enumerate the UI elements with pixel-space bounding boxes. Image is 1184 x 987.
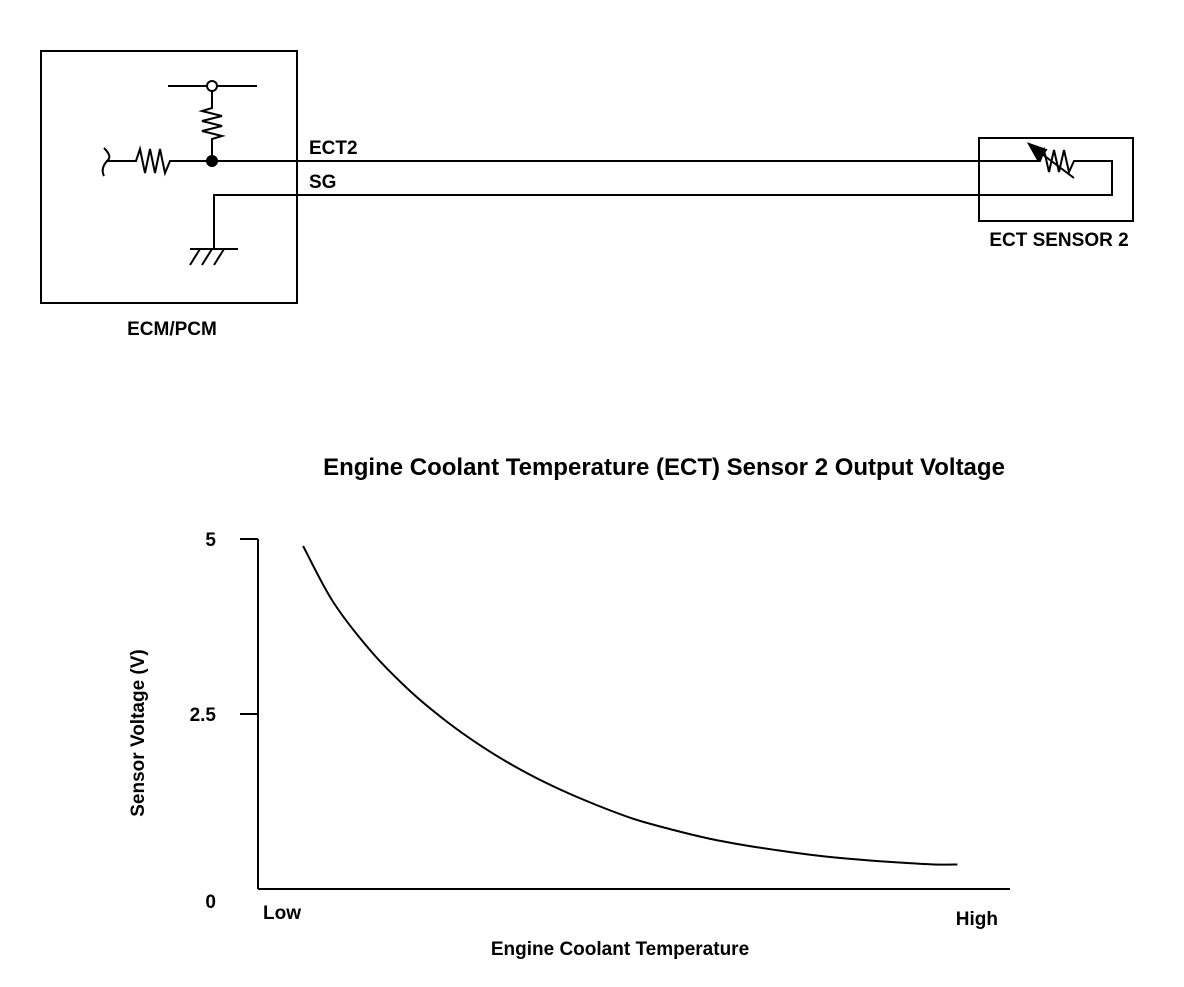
ect-sensor-box xyxy=(978,137,1134,222)
ground-symbol xyxy=(189,248,225,266)
ecm-pcm-box xyxy=(40,50,298,304)
y-tick-label: 2.5 xyxy=(190,705,217,726)
x-tick-label-high: High xyxy=(956,909,998,930)
sg-wire xyxy=(213,160,1113,249)
thermistor-arrow-head xyxy=(1026,142,1048,162)
input-resistor-symbol xyxy=(106,145,212,177)
chart-axes xyxy=(257,539,1010,890)
y-tick-label: 5 xyxy=(205,530,216,551)
circuit-schematic xyxy=(40,50,1134,304)
voltage-curve xyxy=(302,545,958,866)
x-axis-title: Engine Coolant Temperature xyxy=(491,939,749,960)
y-ticks: 52.50 xyxy=(190,530,258,913)
pull-up-resistor-symbol xyxy=(198,91,226,158)
sg-wire-label: SG xyxy=(309,172,336,193)
x-tick-label-low: Low xyxy=(263,903,301,924)
y-axis-title: Sensor Voltage (V) xyxy=(128,649,149,817)
ect2-wire-label: ECT2 xyxy=(309,138,358,159)
ecm-pcm-label: ECM/PCM xyxy=(127,319,217,340)
ect-sensor-label: ECT SENSOR 2 xyxy=(989,230,1128,251)
reference-voltage-node xyxy=(206,80,218,92)
y-tick-label: 0 xyxy=(205,892,216,913)
chart-title: Engine Coolant Temperature (ECT) Sensor … xyxy=(323,454,1005,481)
